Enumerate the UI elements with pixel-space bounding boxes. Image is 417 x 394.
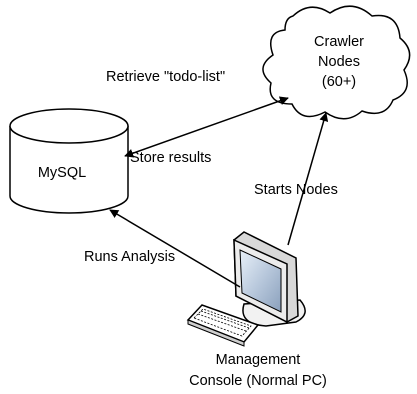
store-results-label: Store results (130, 150, 211, 166)
runs-analysis-label: Runs Analysis (84, 249, 175, 265)
mysql-database-node: MySQL (9, 108, 129, 214)
cloud-shape (262, 5, 411, 120)
crawler-label-line-1: Crawler (314, 34, 364, 50)
database-cylinder-shape (9, 126, 129, 214)
crawler-nodes-cloud: Crawler Nodes (60+) (262, 5, 411, 120)
starts-nodes-label: Starts Nodes (254, 182, 338, 198)
database-cylinder-top (9, 108, 129, 144)
keyboard (186, 304, 260, 347)
retrieve-store-arrow (124, 96, 289, 158)
retrieve-todo-list-label: Retrieve "todo-list" (106, 69, 225, 85)
management-console-computer: Management Console (Normal PC) (186, 231, 327, 389)
crawler-label-line-2: Nodes (318, 54, 360, 70)
console-label-line-1: Management (216, 352, 301, 368)
starts-nodes-arrow (287, 112, 329, 246)
monitor-screen (239, 249, 282, 313)
database-label: MySQL (38, 165, 86, 181)
runs-analysis-arrow (109, 209, 241, 288)
crawler-label-line-3: (60+) (322, 74, 356, 90)
console-label-line-2: Console (Normal PC) (189, 373, 327, 389)
